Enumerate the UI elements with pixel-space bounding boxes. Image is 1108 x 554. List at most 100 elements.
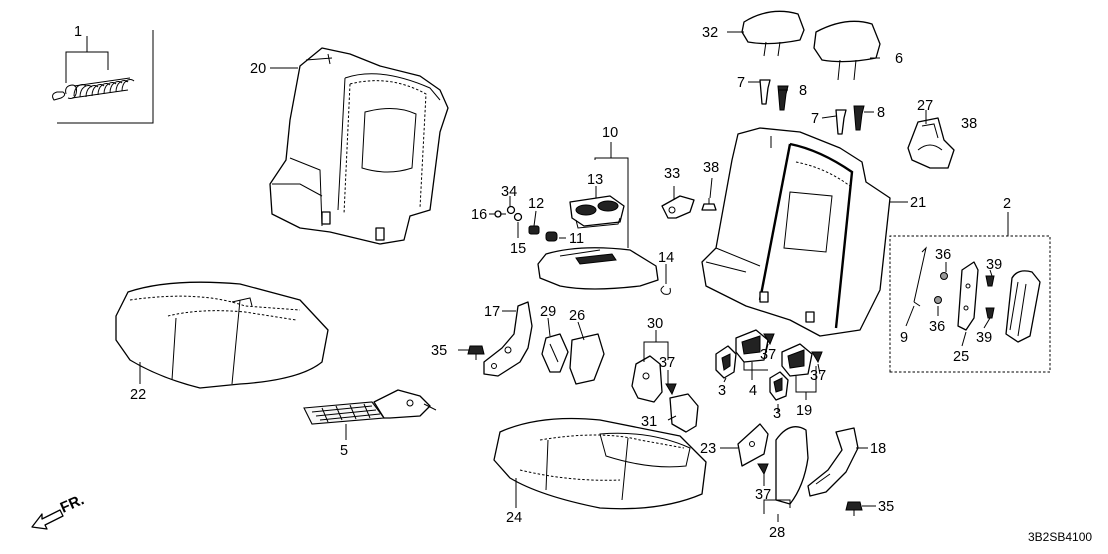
part-31-guard: [669, 393, 699, 433]
part-22-seat-cushion-left: [115, 281, 329, 389]
part-21-seatback-right: [701, 127, 891, 337]
part-7-guide-b: [835, 109, 847, 135]
part-39-bolt-b: [985, 307, 995, 319]
part-1-clip-set: [52, 30, 154, 124]
part-37-clip-d: [757, 463, 769, 476]
callout-26: 26: [569, 308, 585, 324]
callout-19: 19: [796, 403, 812, 419]
part-36-nut-a: [940, 272, 948, 280]
part-6-headrest-right: [813, 20, 881, 81]
part-20-seatback-left: [269, 47, 449, 245]
callout-12: 12: [528, 196, 544, 212]
callout-8-b: 8: [877, 105, 885, 121]
part-28-side-panel: [775, 426, 809, 505]
callout-37-b: 37: [760, 347, 776, 363]
callout-37-d: 37: [755, 487, 771, 503]
callout-30: 30: [647, 316, 663, 332]
callout-24: 24: [506, 510, 522, 526]
callout-36-a: 36: [935, 247, 951, 263]
callout-20: 20: [250, 61, 266, 77]
callout-37-c: 37: [810, 368, 826, 384]
callout-labels: 1 20 32 6 7 8 7 8 27 38 10 13 33 38 21 2…: [74, 24, 1011, 541]
part-3-latch-cover-a: [715, 345, 737, 379]
part-7-guide-a: [759, 79, 771, 105]
part-34-washer: [506, 205, 516, 215]
callout-6: 6: [895, 51, 903, 67]
part-2-assembly-box: [889, 212, 1051, 373]
part-8-guide-b: [853, 105, 865, 131]
callout-32: 32: [702, 25, 718, 41]
callout-22: 22: [130, 387, 146, 403]
part-37-clip-a: [665, 383, 677, 396]
callout-3-a: 3: [718, 383, 726, 399]
part-35-bolt-a: [467, 345, 485, 360]
callout-33: 33: [664, 166, 680, 182]
callout-31: 31: [641, 414, 657, 430]
part-37-clip-b: [763, 333, 775, 346]
part-17-bracket: [483, 301, 533, 377]
callout-1: 1: [74, 24, 82, 40]
part-2-side-airbag: [1005, 270, 1041, 343]
callout-27: 27: [917, 98, 933, 114]
part-24-seat-cushion-right: [493, 417, 707, 510]
callout-10: 10: [602, 125, 618, 141]
callout-25: 25: [953, 349, 969, 365]
callout-34: 34: [501, 184, 517, 200]
part-19-latch-cover: [781, 343, 813, 377]
callout-3-b: 3: [773, 406, 781, 422]
callout-15: 15: [510, 241, 526, 257]
callout-18: 18: [870, 441, 886, 457]
part-15-nut: [513, 212, 523, 222]
callout-23: 23: [700, 441, 716, 457]
part-12-bushing: [528, 225, 540, 235]
part-26-garnish: [569, 333, 605, 385]
callout-7-a: 7: [737, 75, 745, 91]
part-29-cover: [541, 333, 569, 373]
clip-coil-icon: [52, 77, 135, 101]
part-38-screw-a: [701, 198, 717, 211]
callout-7-b: 7: [811, 111, 819, 127]
part-39-bolt-a: [985, 275, 995, 287]
front-direction-indicator: FR.: [31, 491, 87, 530]
callout-37-a: 37: [659, 355, 675, 371]
part-9-rod: [913, 246, 927, 307]
callout-39-b: 39: [976, 330, 992, 346]
callout-35-b: 35: [878, 499, 894, 515]
part-10-armrest: [537, 247, 659, 290]
callout-5: 5: [340, 443, 348, 459]
part-3-latch-cover-b: [769, 371, 789, 401]
callout-38-b: 38: [961, 116, 977, 132]
callout-2: 2: [1003, 196, 1011, 212]
part-33-bracket: [661, 195, 695, 219]
callout-11: 11: [569, 231, 584, 247]
part-18-side-garnish: [807, 427, 859, 497]
part-35-bolt-b: [845, 501, 863, 516]
callout-29: 29: [540, 304, 556, 320]
callout-13: 13: [587, 172, 603, 188]
part-5-heater-mat: [303, 389, 437, 425]
part-37-clip-c: [811, 351, 823, 364]
part-8-guide-a: [777, 85, 789, 111]
front-arrow-icon: [31, 509, 64, 530]
diagram-code: 3B2SB4100: [1028, 530, 1092, 544]
callout-21: 21: [910, 195, 926, 211]
part-16-screw: [494, 210, 506, 218]
part-13-cup-holder: [569, 195, 625, 229]
part-32-headrest-left: [741, 10, 805, 57]
part-4-latch-cover: [735, 329, 769, 363]
callout-17: 17: [484, 304, 500, 320]
part-36-nut-b: [934, 296, 942, 304]
callout-36-b: 36: [929, 319, 945, 335]
callout-16: 16: [471, 207, 487, 223]
callout-4: 4: [749, 383, 757, 399]
part-30-side-cover: [631, 355, 663, 403]
part-25-bracket: [957, 261, 979, 331]
leader-lines: [139, 31, 993, 522]
callout-8-a: 8: [799, 83, 807, 99]
front-direction-label: FR.: [58, 491, 87, 516]
callout-39-a: 39: [986, 257, 1002, 273]
part-11-cap: [545, 231, 558, 242]
part-23-trim: [737, 423, 769, 467]
callout-14: 14: [658, 250, 674, 266]
